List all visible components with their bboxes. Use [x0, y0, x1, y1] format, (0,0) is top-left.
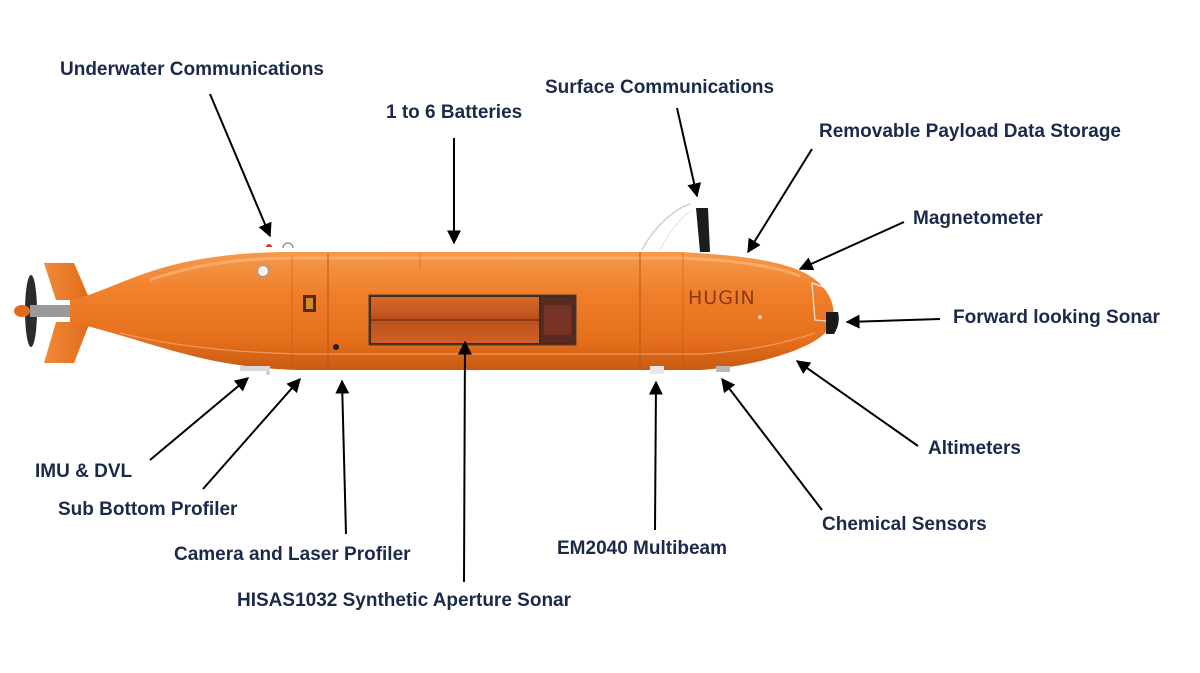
- leader-lines: [149, 93, 941, 583]
- arrow-em2040: [648, 380, 663, 531]
- arrow-camera: [335, 379, 350, 535]
- label-hisas: HISAS1032 Synthetic Aperture Sonar: [237, 590, 572, 611]
- hull-brand: HUGIN: [688, 287, 756, 309]
- arrow-sub-bottom: [202, 377, 301, 490]
- arrow-altimeters: [795, 360, 919, 447]
- label-batteries: 1 to 6 Batteries: [386, 102, 523, 123]
- label-imu-dvl: IMU & DVL: [35, 461, 133, 482]
- label-altimeters: Altimeters: [928, 438, 1021, 459]
- label-chemical-sensors: Chemical Sensors: [822, 514, 987, 535]
- arrow-magnetometer: [798, 221, 905, 271]
- arrow-forward-sonar: [845, 314, 941, 329]
- arrow-imu: [149, 377, 250, 461]
- arrow-underwater-comms: [209, 93, 272, 238]
- label-magnetometer: Magnetometer: [913, 208, 1043, 229]
- arrow-payload: [747, 148, 813, 254]
- label-surface-communications: Surface Communications: [545, 77, 775, 98]
- label-forward-sonar: Forward looking Sonar: [953, 307, 1160, 328]
- label-camera-laser: Camera and Laser Profiler: [174, 544, 411, 565]
- arrow-hisas: [457, 340, 472, 583]
- forward-sonar-window: [826, 312, 839, 334]
- label-removable-payload: Removable Payload Data Storage: [819, 121, 1121, 142]
- arrow-chemical: [721, 377, 823, 511]
- tail-fin-lower: [44, 322, 90, 363]
- underwater-comms-port: [257, 265, 269, 277]
- arrow-surface-comms: [676, 107, 702, 198]
- surface-antenna: [696, 208, 710, 252]
- tail-fin-upper: [44, 263, 90, 300]
- label-em2040: EM2040 Multibeam: [557, 538, 727, 559]
- label-sub-bottom: Sub Bottom Profiler: [58, 499, 238, 520]
- label-underwater-communications: Underwater Communications: [60, 59, 324, 80]
